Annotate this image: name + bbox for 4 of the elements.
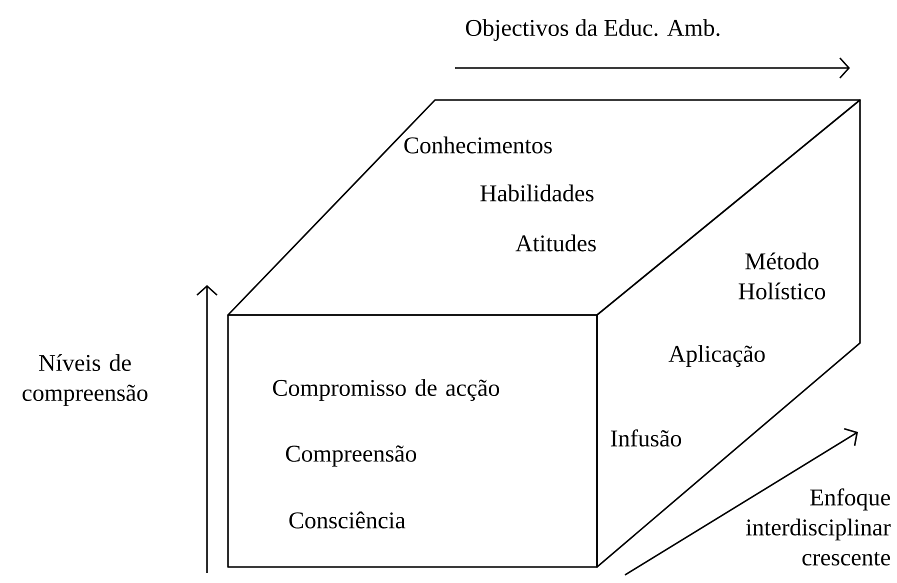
axis-label: Enfoque interdisciplinar crescente (746, 488, 891, 566)
axis-label: Objectivos da Educ. Amb. (466, 19, 720, 41)
axis-label: Níveis de compreensão (22, 354, 148, 406)
front-face: Compromisso de acção Compreensão Consciência (227, 314, 598, 568)
